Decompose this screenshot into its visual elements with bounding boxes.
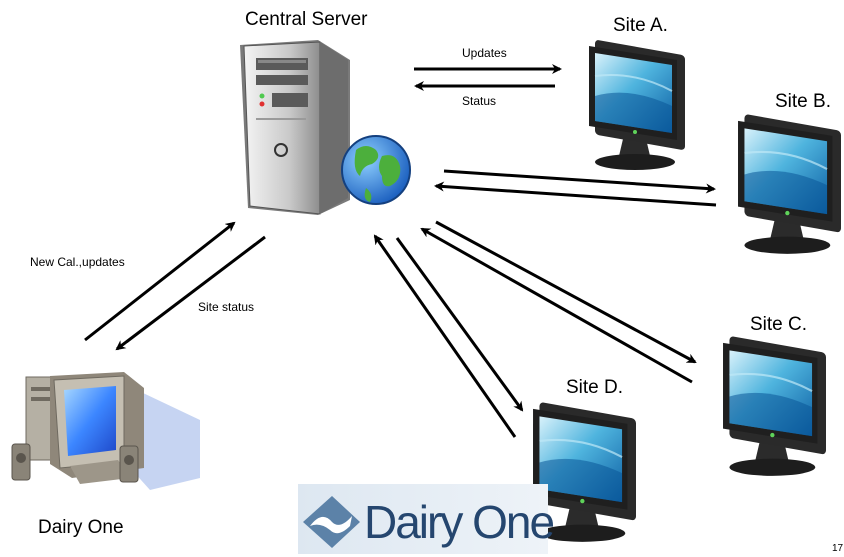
site-a-label: Site A. <box>613 15 668 36</box>
central-server-label: Central Server <box>245 9 368 30</box>
globe-icon <box>341 135 411 205</box>
status-label: Status <box>462 94 496 108</box>
dairy-one-logo: Dairy One <box>298 484 555 554</box>
site-c-monitor-icon <box>721 334 826 477</box>
arrow-from-site-b <box>434 181 717 207</box>
server-icon <box>240 40 350 215</box>
site-c-label: Site C. <box>750 314 807 335</box>
new-cal-updates-label: New Cal.,updates <box>30 255 125 269</box>
slide-number: 17 <box>832 543 844 554</box>
dairy-one-computer-icon <box>11 372 200 490</box>
dairy-one-logo-text: Dairy One <box>364 496 553 548</box>
site-d-label: Site D. <box>566 377 623 398</box>
updates-label: Updates <box>462 46 507 60</box>
arrow-from-site-d <box>373 234 517 438</box>
dairy-one-label: Dairy One <box>38 517 124 538</box>
arrow-server-to-dairy-one <box>115 235 266 351</box>
arrow-to-site-b <box>443 169 716 194</box>
site-b-monitor-icon <box>736 112 841 255</box>
arrow-to-site-c <box>435 220 697 364</box>
site-status-label: Site status <box>198 300 254 314</box>
arrow-from-site-c <box>420 227 693 384</box>
arrow-dairy-one-to-server <box>84 221 236 342</box>
site-a-monitor-icon <box>588 38 685 171</box>
site-b-label: Site B. <box>775 91 831 112</box>
arrow-to-site-d <box>395 237 524 412</box>
